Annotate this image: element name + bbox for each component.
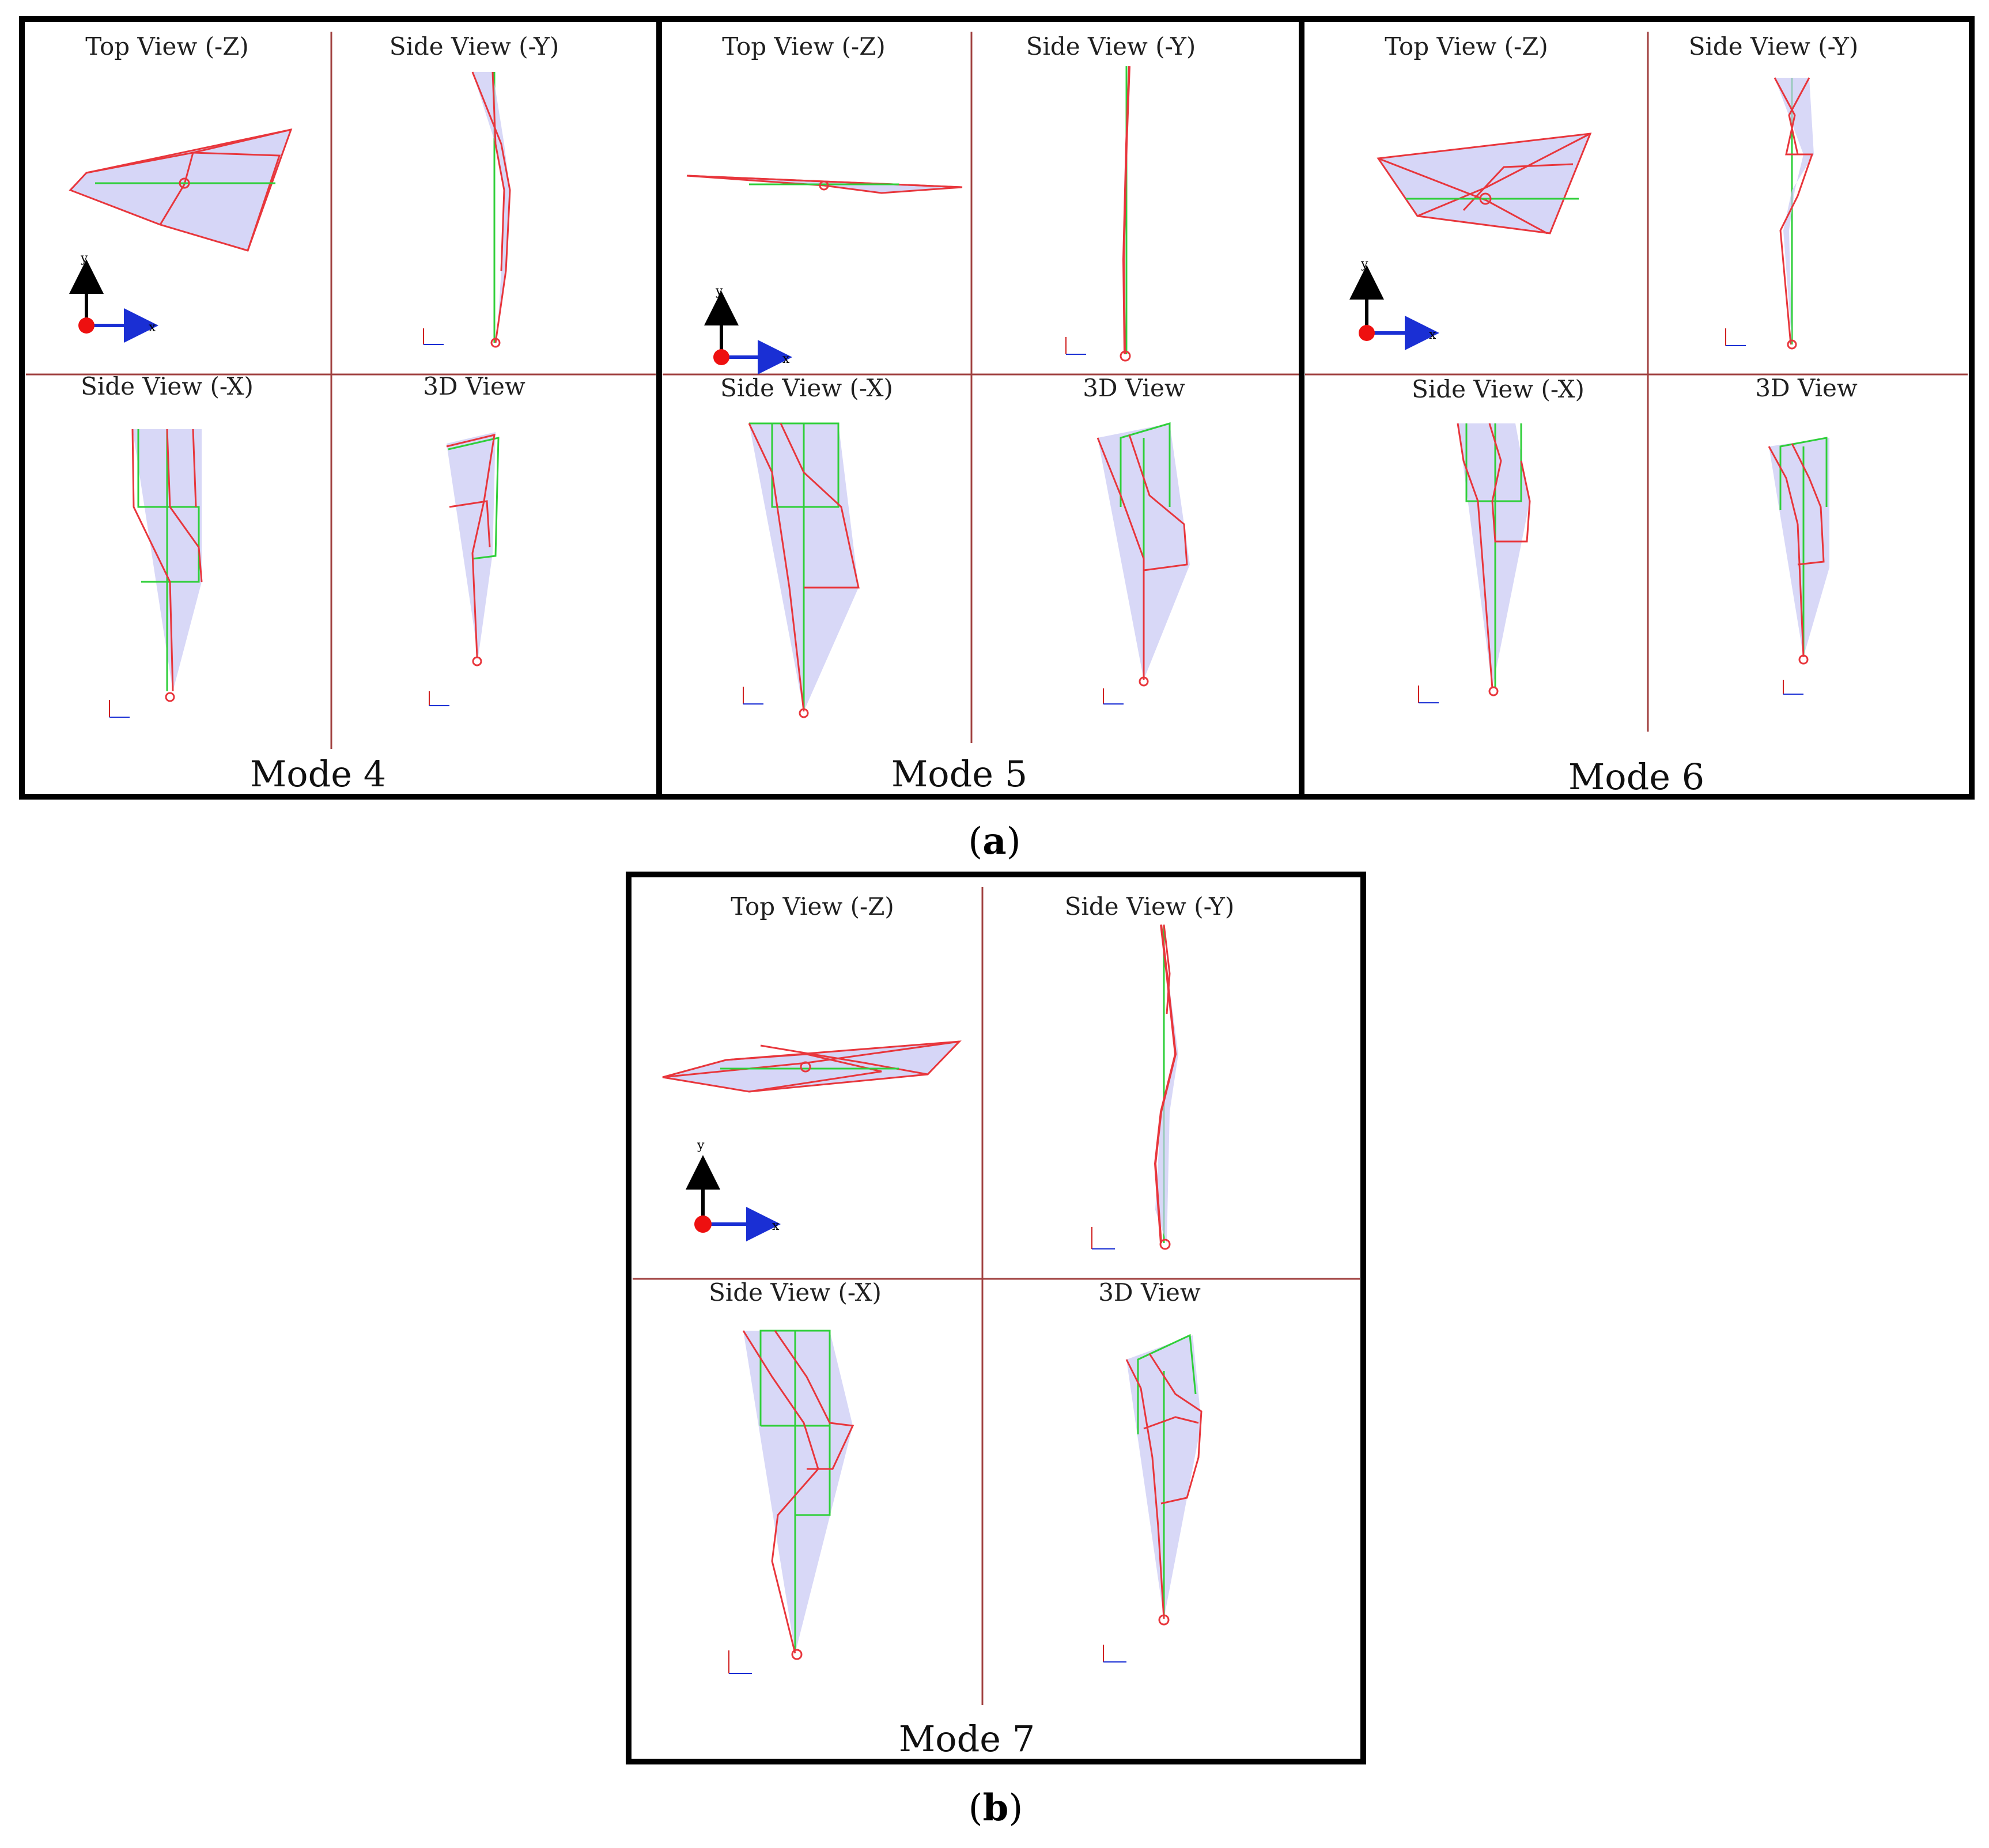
mode-5-3d-view-title: 3D View [1083, 374, 1185, 402]
mode-7-side-view-x-title: Side View (-X) [709, 1278, 882, 1307]
mode-6-side-view-y-title: Side View (-Y) [1689, 32, 1859, 60]
mode-4-side-view-x-title: Side View (-X) [81, 372, 254, 400]
mode-7-xy-axis-icon: y x [686, 1138, 781, 1241]
mode-7-top-view-title: Top View (-Z) [731, 892, 894, 921]
caption-a: (a) [968, 820, 1020, 863]
mode-4-xy-axis-icon: y x [69, 251, 158, 343]
mode-5-top-view-shape [686, 175, 963, 194]
mode-6-3d-shape [1768, 437, 1829, 665]
mode-4-panel: Top View (-Z) Side View (-Y) Side View (… [19, 16, 662, 800]
mode-7-label: Mode 7 [899, 1718, 1035, 1760]
mode-5-side-x-shape [748, 422, 860, 718]
svg-text:y: y [697, 1138, 705, 1153]
svg-text:y: y [1360, 257, 1368, 271]
mode-5-mini-axis-icons [743, 337, 1124, 705]
panel-b: Top View (-Z) Side View (-Y) Side View (… [626, 872, 1366, 1830]
mode-4-side-view-y-title: Side View (-Y) [390, 32, 559, 60]
mode-6-panel: Top View (-Z) Side View (-Y) Side View (… [1299, 16, 1975, 800]
mode-4-mini-axis-icons [109, 328, 449, 718]
svg-text:x: x [782, 352, 790, 366]
panel-a: Top View (-Z) Side View (-Y) Side View (… [19, 16, 1975, 863]
mode-7-panel: Top View (-Z) Side View (-Y) Side View (… [626, 872, 1366, 1764]
mode-7-top-view-shape [662, 1040, 962, 1093]
mode-6-frame [1299, 16, 1975, 800]
caption-b: (b) [969, 1786, 1023, 1830]
mode-5-xy-axis-icon: y x [704, 284, 792, 374]
mode-5-side-view-y-title: Side View (-Y) [1026, 32, 1196, 60]
svg-text:x: x [772, 1219, 780, 1233]
mode-7-3d-view-title: 3D View [1098, 1278, 1201, 1307]
svg-text:y: y [715, 284, 723, 298]
mode-7-frame [626, 872, 1366, 1764]
mode-6-3d-view-title: 3D View [1755, 374, 1858, 402]
mode-5-label: Mode 5 [891, 753, 1027, 795]
mode-6-side-view-x-title: Side View (-X) [1412, 375, 1585, 403]
mode-6-side-y-shape [1774, 77, 1814, 350]
mode-6-label: Mode 6 [1568, 756, 1704, 798]
mode-5-panel: Top View (-Z) Side View (-Y) Side View (… [656, 16, 1304, 800]
mode-7-3d-shape [1125, 1334, 1203, 1626]
mode-4-frame [19, 16, 662, 800]
mode-4-top-view-shape [69, 128, 293, 252]
svg-text:x: x [149, 320, 156, 335]
mode-7-mini-axis-icons [728, 1227, 1126, 1674]
mode-6-side-x-shape [1457, 423, 1531, 696]
mode-6-top-view-title: Top View (-Z) [1385, 32, 1548, 60]
mode-5-side-view-x-title: Side View (-X) [720, 374, 893, 402]
mode-5-top-view-title: Top View (-Z) [722, 32, 886, 60]
mode-4-side-x-shape [131, 429, 203, 702]
svg-text:y: y [80, 251, 88, 266]
mode-4-label: Mode 4 [250, 753, 386, 795]
mode-6-mini-axis-icons [1418, 328, 1803, 703]
mode-5-frame [656, 16, 1304, 800]
mode-6-top-view-shape [1377, 132, 1592, 234]
mode-4-top-view-title: Top View (-Z) [85, 32, 249, 60]
mode-7-side-x-shape [742, 1330, 854, 1660]
mode-5-3d-shape [1096, 422, 1190, 687]
mode-7-side-view-y-title: Side View (-Y) [1065, 892, 1235, 921]
svg-text:x: x [1429, 328, 1436, 342]
mode-5-side-y-shape [1120, 66, 1131, 362]
mode-4-side-y-shape [471, 71, 511, 348]
mode-6-xy-axis-icon: y x [1349, 257, 1439, 350]
mode-4-3d-view-title: 3D View [423, 372, 525, 400]
mode-4-3d-shape [446, 432, 500, 667]
mode-7-side-y-shape [1154, 924, 1178, 1250]
